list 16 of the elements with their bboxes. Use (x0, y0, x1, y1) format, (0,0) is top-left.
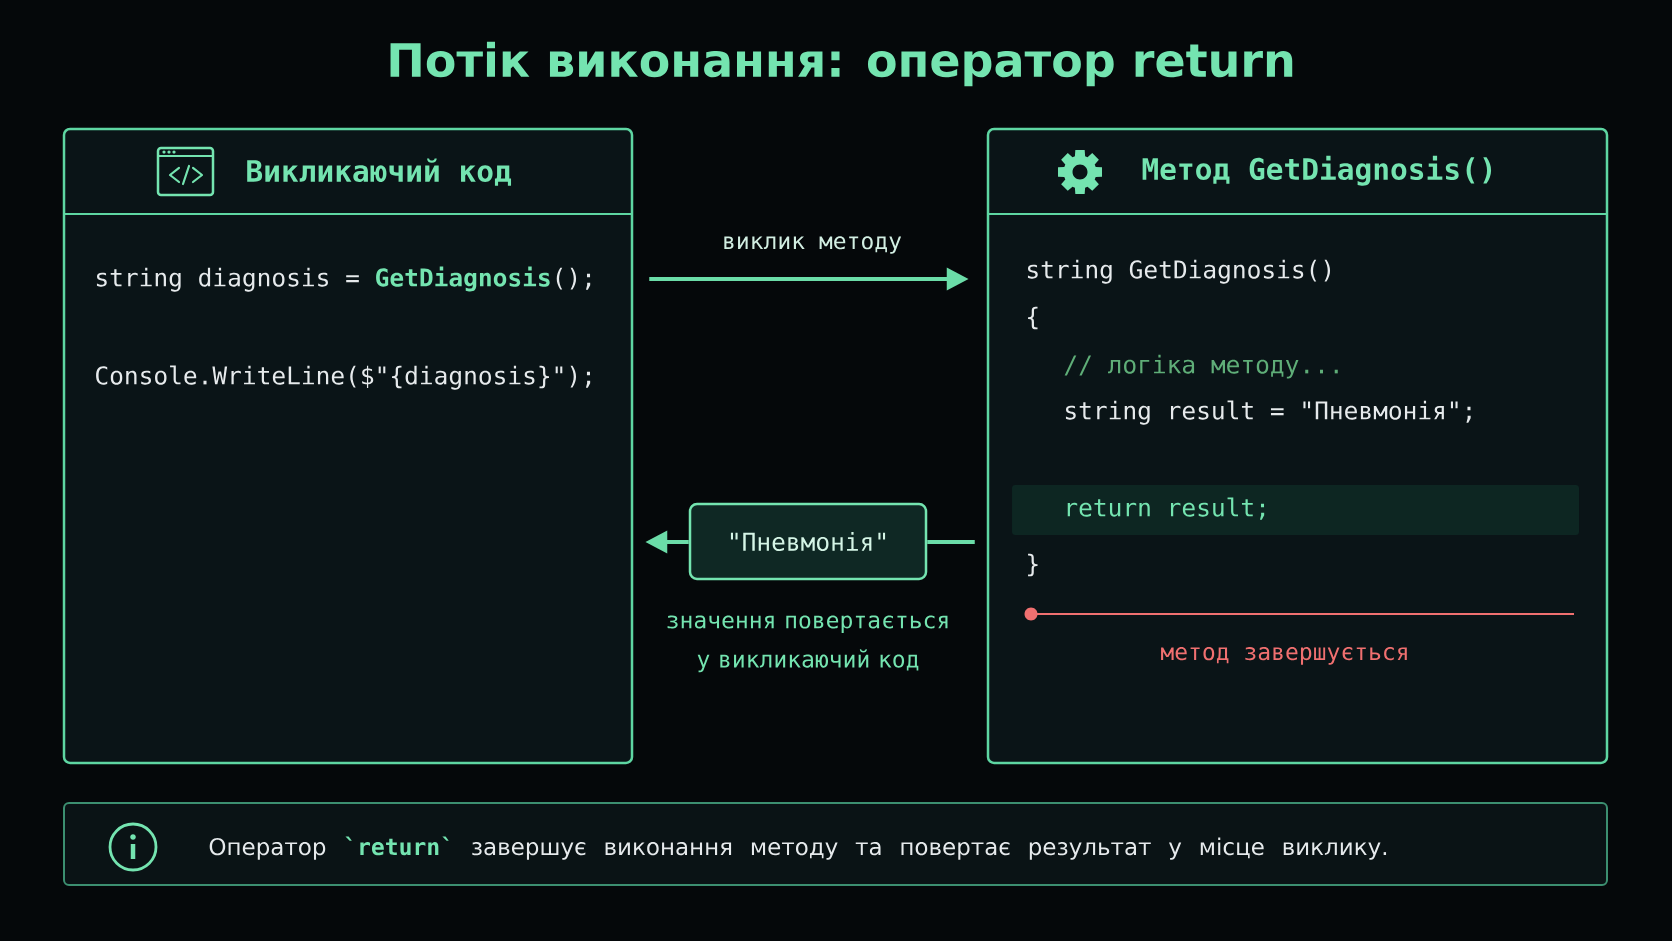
code-line: } (1028, 553, 1038, 577)
code-line: Console.WriteLine($"{diagnosis}"); (96, 365, 591, 390)
edge-label: виклик методу (724, 236, 902, 254)
code-line: { (1028, 306, 1038, 330)
code-line: string GetDiagnosis() (1027, 259, 1331, 284)
value-box: "Пневмонія" (688, 502, 928, 581)
code-line: string result = "Пневмонія"; (1065, 400, 1471, 425)
title: Потік виконання: оператор return (390, 41, 1293, 87)
connector-line (927, 540, 975, 544)
end-note: метод завершується (1161, 647, 1407, 665)
panel-heading: Метод GetDiagnosis() (1142, 155, 1492, 186)
panel-heading: Викликаючий код (247, 158, 512, 186)
info-bar: Оператор `return` завершує виконання методу та повертає результат у місце виклику. (63, 802, 1608, 886)
node-label: значення повертається у викликаючий код (667, 615, 948, 673)
code-comment: // логіка методу... (1064, 354, 1338, 379)
code-line: string diagnosis = GetDiagnosis(); (96, 266, 591, 292)
